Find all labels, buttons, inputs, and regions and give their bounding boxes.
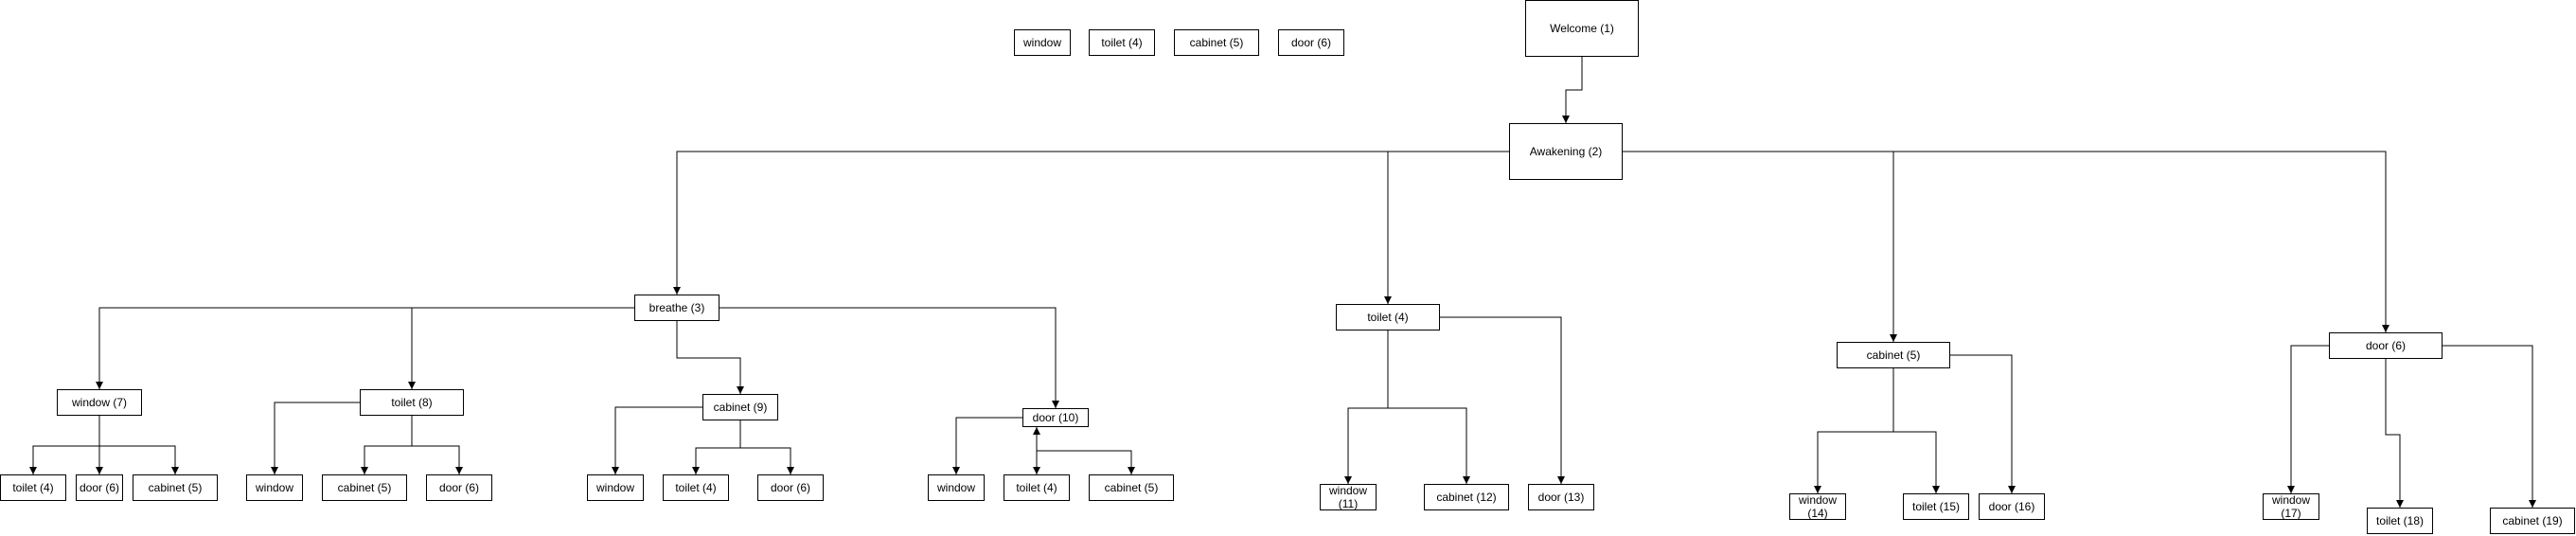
node-c9-door: door (6) xyxy=(757,474,824,501)
connector-toilet8-to-t8-door xyxy=(412,445,463,474)
connector-toilet4-to-window11 xyxy=(1344,331,1389,484)
node-window17: window (17) xyxy=(2263,493,2319,520)
node-window7: window (7) xyxy=(57,389,142,416)
node-d10-window: window xyxy=(928,474,985,501)
connector-cabinet5-to-toilet15 xyxy=(1893,431,1940,493)
node-cabinet19: cabinet (19) xyxy=(2490,508,2575,534)
node-toilet18: toilet (18) xyxy=(2367,508,2433,534)
node-door10: door (10) xyxy=(1022,408,1089,427)
connector-toilet4-to-door13 xyxy=(1440,316,1565,484)
connector-breathe-to-window7 xyxy=(96,307,634,389)
node-t8-door: door (6) xyxy=(426,474,492,501)
node-d10-toilet: toilet (4) xyxy=(1004,474,1070,501)
connector-door6-to-toilet18 xyxy=(2385,359,2404,508)
node-cabinet5: cabinet (5) xyxy=(1837,342,1950,368)
node-d10-cabinet: cabinet (5) xyxy=(1089,474,1174,501)
connector-awakening-to-toilet4 xyxy=(1384,151,1509,304)
connector-door6-to-cabinet19 xyxy=(2443,345,2536,508)
node-toilet15: toilet (15) xyxy=(1903,493,1969,520)
node-window14: window (14) xyxy=(1789,493,1846,520)
connector-breathe-to-door10 xyxy=(720,307,1059,408)
connector-awakening-to-cabinet5 xyxy=(1623,151,1897,342)
connector-door6-to-window17 xyxy=(2287,345,2329,493)
connector-cabinet9-to-c9-door xyxy=(740,447,794,474)
node-door13: door (13) xyxy=(1528,484,1594,510)
connector-toilet8-to-t8-cabinet xyxy=(361,416,413,474)
node-door6: door (6) xyxy=(2329,332,2443,359)
node-legend-cabinet: cabinet (5) xyxy=(1174,29,1259,56)
node-w7-toilet: toilet (4) xyxy=(0,474,66,501)
node-c9-window: window xyxy=(587,474,644,501)
node-door16: door (16) xyxy=(1979,493,2045,520)
node-toilet8: toilet (8) xyxy=(360,389,464,416)
node-t8-window: window xyxy=(246,474,303,501)
node-awakening: Awakening (2) xyxy=(1509,123,1623,180)
connector-door10-to-d10-window xyxy=(952,417,1022,474)
node-cabinet9: cabinet (9) xyxy=(702,394,778,420)
node-legend-toilet: toilet (4) xyxy=(1089,29,1155,56)
connector-cabinet9-to-c9-toilet xyxy=(692,420,741,474)
node-window11: window (11) xyxy=(1320,484,1377,510)
node-w7-door: door (6) xyxy=(76,474,123,501)
connector-awakening-to-breathe xyxy=(673,151,1509,295)
node-legend-door: door (6) xyxy=(1278,29,1344,56)
node-toilet4: toilet (4) xyxy=(1336,304,1440,331)
connector-welcome-to-awakening xyxy=(1562,57,1583,123)
connector-window7-to-w7-toilet xyxy=(29,416,100,474)
connector-door10-to-d10-cabinet xyxy=(1037,450,1135,474)
connector-window7-to-w7-cabinet xyxy=(99,445,179,474)
connector-cabinet5-to-door16 xyxy=(1950,354,2016,493)
connector-toilet4-to-cabinet12 xyxy=(1388,407,1470,484)
connector-toilet8-to-t8-window xyxy=(271,402,360,474)
connector-cabinet5-to-window14 xyxy=(1814,368,1894,493)
node-legend-window: window xyxy=(1014,29,1071,56)
node-welcome: Welcome (1) xyxy=(1525,0,1639,57)
node-cabinet12: cabinet (12) xyxy=(1424,484,1509,510)
connector-cabinet9-to-c9-window xyxy=(612,406,702,474)
connector-awakening-to-door6 xyxy=(1623,151,2389,332)
node-t8-cabinet: cabinet (5) xyxy=(322,474,407,501)
node-breathe: breathe (3) xyxy=(634,295,720,321)
connector-breathe-to-cabinet9 xyxy=(676,321,744,394)
node-w7-cabinet: cabinet (5) xyxy=(133,474,218,501)
node-c9-toilet: toilet (4) xyxy=(663,474,729,501)
